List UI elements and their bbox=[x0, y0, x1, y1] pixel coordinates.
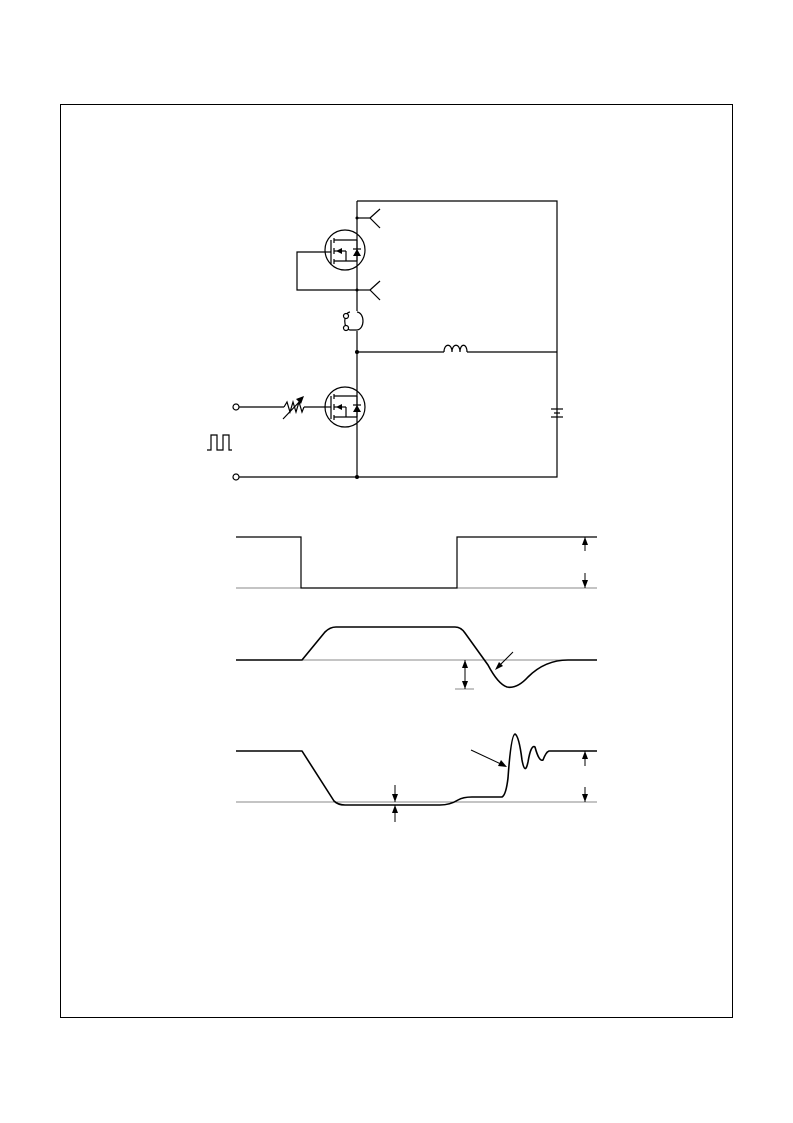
probe-point-top bbox=[357, 208, 381, 229]
current-probe bbox=[342, 311, 364, 332]
reverse-recovery-arrow bbox=[462, 660, 468, 689]
pointer-arrow-voltage bbox=[470, 749, 507, 767]
waveform-gate-pulse bbox=[236, 536, 597, 589]
test-circuit bbox=[207, 200, 563, 481]
page-frame bbox=[60, 104, 733, 1018]
battery bbox=[551, 408, 563, 418]
gate-resistor bbox=[282, 396, 305, 420]
probe-point-middle bbox=[357, 280, 381, 301]
junction-dots bbox=[355, 216, 359, 479]
high-side-mosfet-symbol bbox=[324, 229, 366, 271]
circuit-wiring bbox=[239, 200, 558, 478]
inductor bbox=[443, 344, 468, 353]
waveform-voltage bbox=[236, 733, 597, 822]
pointer-arrow-current bbox=[495, 651, 514, 670]
pulse-source bbox=[207, 403, 240, 481]
vds-arrow bbox=[582, 751, 588, 802]
waveform-current bbox=[236, 626, 597, 690]
low-side-mosfet-symbol bbox=[324, 386, 366, 428]
amplitude-arrow-1 bbox=[582, 537, 588, 588]
on-voltage-arrows bbox=[392, 785, 398, 822]
